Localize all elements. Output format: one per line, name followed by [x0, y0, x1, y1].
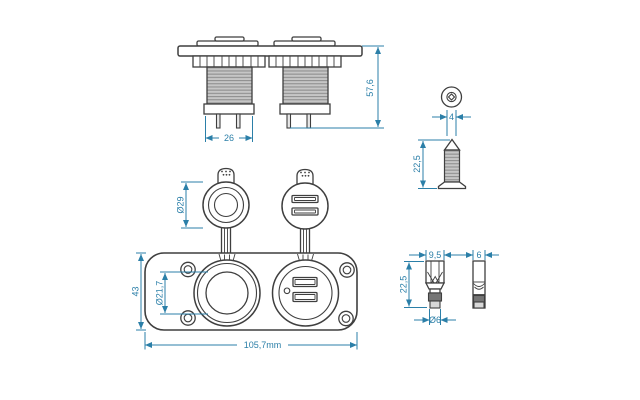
screw-head [437, 181, 467, 190]
dim-base-width: 26 [205, 116, 253, 143]
dim-label-screw-diameter: 4 [449, 112, 454, 122]
terminal-receptacle [425, 260, 445, 284]
dim-label-total-height: 57,6 [365, 79, 375, 97]
right-threaded-body [282, 66, 329, 105]
screw-views: 4 22,5 [412, 86, 471, 190]
right-socket-base [279, 103, 331, 115]
led-indicator [283, 287, 291, 295]
screw-side-view [437, 138, 467, 190]
dim-total-height: 57,6 [290, 45, 384, 129]
terminal-neck [429, 288, 441, 294]
dim-panel-width: 105,7mm [144, 332, 358, 350]
mounting-plate [177, 45, 363, 57]
dim-label-base-width: 26 [224, 133, 234, 143]
terminal-pin [306, 113, 312, 129]
dim-panel-height: 43 [131, 252, 146, 331]
usb-port-icon [292, 276, 318, 288]
dim-terminal-side-width: 6 [459, 250, 499, 260]
dim-label-terminal-length: 22,5 [399, 276, 409, 294]
dim-label-screw-length: 22,5 [412, 155, 422, 173]
dim-terminal-length: 22,5 [399, 261, 427, 308]
dim-socket-bore: Ø21,7 [155, 271, 208, 315]
left-threaded-body [206, 66, 253, 105]
dim-screw-diameter: 4 [432, 110, 471, 136]
panel-front-view: 43 Ø21,7 105,7mm [131, 252, 358, 350]
dim-label-panel-height: 43 [131, 286, 141, 296]
usb-slot-icon [291, 207, 319, 216]
screw-top-view [440, 86, 463, 108]
right-cap-top-edge [291, 36, 322, 42]
usb-socket-front [271, 253, 340, 327]
terminal-barrel [473, 301, 485, 309]
dim-label-cover-diameter: Ø29 [176, 196, 186, 213]
grip-dots-icon [300, 171, 310, 177]
cover-caps-view: Ø29 [176, 167, 329, 254]
usb-port-inner [294, 294, 316, 300]
usb-port-inner [294, 279, 316, 285]
right-mounting-nut [268, 55, 342, 68]
left-mounting-nut [192, 55, 266, 68]
dim-barrel-diameter: Ø6 [414, 309, 456, 325]
dim-label-panel-width: 105,7mm [244, 340, 282, 350]
left-cap-top-edge [214, 36, 245, 42]
left-socket-base [203, 103, 255, 115]
dim-label-socket-bore: Ø21,7 [155, 281, 165, 306]
terminal-insulation-band [427, 292, 443, 302]
assembly-side-view: 26 57,6 [177, 36, 384, 143]
screw-tip [443, 138, 461, 151]
usb-slot-inner [294, 197, 316, 201]
screw-drive-icon [447, 93, 456, 101]
dim-label-spade-width: 9,5 [429, 250, 442, 260]
socket-cover-cap [202, 167, 250, 254]
cap-strap-anchor [297, 253, 314, 262]
dim-label-barrel-diameter: Ø6 [429, 315, 441, 325]
dim-screw-length: 22,5 [412, 139, 450, 189]
terminal-views: 9,5 22,5 Ø6 [399, 250, 499, 325]
terminal-barrel [429, 300, 441, 309]
terminal-pin [286, 113, 292, 129]
cap-strap-anchor [218, 253, 236, 262]
terminal-taper [424, 282, 446, 290]
spade-terminal-front-view [424, 260, 446, 309]
usb-slot-icon [291, 194, 319, 204]
terminal-pin [215, 113, 221, 129]
terminal-insulation-band [472, 294, 486, 303]
cigarette-socket-front [193, 253, 261, 327]
usb-cover-cap [281, 168, 329, 254]
usb-port-icon [292, 291, 318, 303]
dim-spade-width: 9,5 [409, 250, 461, 260]
grip-dots-icon [221, 170, 231, 176]
spade-terminal-side-view [472, 260, 486, 309]
dim-cover-diameter: Ø29 [176, 181, 203, 229]
terminal-pin [235, 113, 241, 129]
usb-slot-inner [294, 209, 316, 214]
screw-shaft [443, 149, 461, 183]
dim-label-terminal-side-width: 6 [476, 250, 481, 260]
